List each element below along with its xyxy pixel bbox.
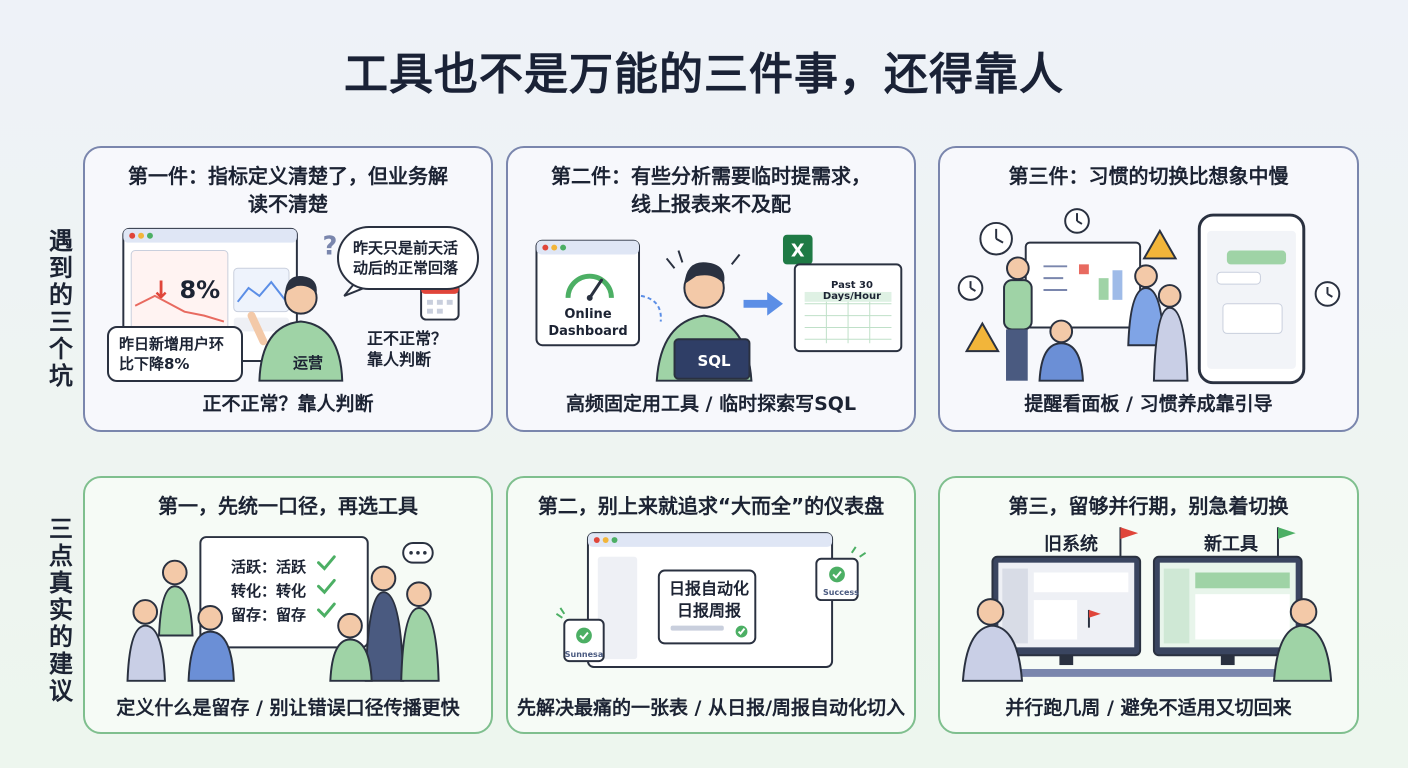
down-arrow-glyph: ↓ (151, 276, 172, 304)
pitfall-card-3: 第三件：习惯的切换比想象中慢 提醒看面板 / 习惯养成靠引导 (938, 146, 1359, 432)
suggestion-caption-1: 定义什么是留存 / 别让错误口径传播更快 (116, 697, 460, 719)
card-line-2: 日报周报 (676, 601, 741, 620)
svg-text:?: ? (323, 231, 338, 261)
board-line-2: 转化：转化 (231, 582, 307, 600)
sql-laptop-label: SQL (697, 352, 731, 370)
metric-bubble: 昨日新增用户环比下降8% (107, 326, 243, 382)
board-line-3: 留存：留存 (231, 606, 307, 624)
pitfall-title-1: 第一件：指标定义清楚了，但业务解读不清楚 (128, 164, 448, 216)
online-dashboard-label: Online Dashboard (548, 307, 628, 339)
old-system-label: 旧系统 (1044, 534, 1098, 555)
suggestion-card-3: 第三，留够并行期，别急着切换 旧系统 新工具 并行跑几周 / 避免不适用又切回来 (938, 476, 1359, 734)
new-tool-label: 新工具 (1204, 534, 1258, 555)
suggestion-title-3: 第三，留够并行期，别急着切换 (1008, 494, 1289, 518)
pitfall-card-2: 第二件：有些分析需要临时提需求，线上报表来不及配 X Online Dashbo… (506, 146, 916, 432)
suggestion-title-2: 第二，别上来就追求“大而全”的仪表盘 (537, 494, 885, 518)
suggestion-caption-2: 先解决最痛的一张表 / 从日报/周报自动化切入 (516, 697, 906, 719)
metric-drop: ↓ 8% (151, 276, 220, 304)
suggestion-title-1: 第一，先统一口径，再选工具 (158, 494, 418, 518)
suggestion-card-1: 第一，先统一口径，再选工具 活跃：活跃 转化：转化 留存：留存 定义什么是留存 … (83, 476, 493, 734)
person-label: 运营 (293, 354, 324, 372)
page-title: 工具也不是万能的三件事，还得靠人 (344, 49, 1064, 100)
board-line-1: 活跃：活跃 (231, 558, 307, 576)
side-label-pitfalls: 遇到的三个坑 (49, 227, 73, 390)
pitfall-caption-3: 提醒看面板 / 习惯养成靠引导 (1024, 393, 1273, 415)
suggestion-card-2: 第二，别上来就追求“大而全”的仪表盘 日报自动化 日报周报 Sunnesa Su… (506, 476, 916, 734)
side-label-suggestions: 三点真实的建议 (49, 515, 73, 705)
badge-right-label: Success (823, 588, 859, 597)
svg-text:X: X (791, 241, 805, 261)
pitfall-illustration-3 (957, 208, 1341, 385)
pitfall-title-2: 第二件：有些分析需要临时提需求，线上报表来不及配 (551, 164, 871, 216)
judgement-note: 正不正常？靠人判断 (367, 329, 448, 369)
card-line-1: 日报自动化 (668, 579, 749, 598)
metric-number: 8% (171, 276, 221, 304)
pitfall-caption-1: 正不正常？靠人判断 (202, 393, 374, 415)
badge-left-label: Sunnesa (564, 650, 604, 659)
spreadsheet-label: Past 30 Days/Hour (822, 280, 882, 302)
pitfall-caption-2: 高频固定用工具 / 临时探索写SQL (565, 393, 857, 415)
suggestion-caption-3: 并行跑几周 / 避免不适用又切回来 (1005, 697, 1292, 719)
pitfall-title-3: 第三件：习惯的切换比想象中慢 (1008, 164, 1289, 188)
explanation-bubble: 昨天只是前天活动后的正常回落 (337, 226, 479, 290)
pitfall-card-1: 第一件：指标定义清楚了，但业务解读不清楚 ? ↓ 8% 昨日新增用户环比下降8%… (83, 146, 493, 432)
